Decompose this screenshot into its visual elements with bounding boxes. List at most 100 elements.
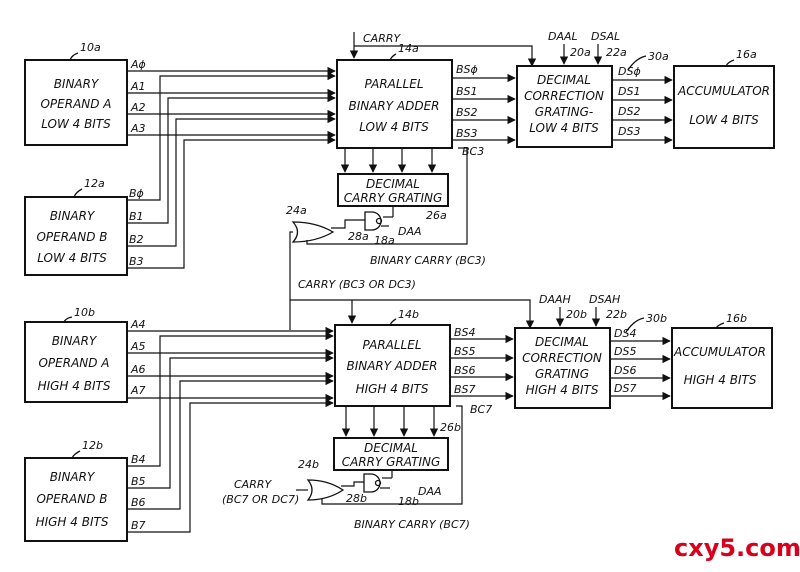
operand-a-low-ref: 10a (80, 41, 101, 54)
operand-b-low-out-1: B1 (129, 210, 144, 223)
operand-a-low-out-1: A1 (130, 80, 146, 93)
decimal-high-out-3: DS7 (614, 382, 636, 395)
decimal-low-ref-30: 30a (648, 50, 669, 63)
operand-a-low-line-3: LOW 4 BITS (41, 117, 111, 131)
wires-a-high (127, 326, 334, 403)
decimal-high-line-4: HIGH 4 BITS (526, 383, 599, 397)
carry-grating-high-line-2: CARRY GRATING (342, 455, 441, 469)
gates-high-carry-in-2: (BC7 OR DC7) (222, 493, 299, 506)
wires-bs-low (452, 73, 516, 145)
operand-a-high-block: BINARY OPERAND A HIGH 4 BITS 10b A4 A5 A… (24, 306, 146, 403)
operand-a-high-line-3: HIGH 4 BITS (38, 379, 111, 393)
or-gate-high-shape (306, 479, 345, 501)
operand-b-low-out-0: Bϕ (129, 187, 144, 200)
accumulator-low-ref: 16a (736, 48, 757, 61)
adder-low-line-1: PARALLEL (364, 77, 423, 91)
operand-a-low-out-2: A2 (130, 101, 146, 114)
adder-high-block: PARALLEL BINARY ADDER HIGH 4 BITS 14b BS… (334, 308, 492, 416)
operand-a-high-line-2: OPERAND A (38, 356, 109, 370)
operand-b-low-line-3: LOW 4 BITS (37, 251, 107, 265)
decimal-low-out-2: DS2 (618, 105, 640, 118)
operand-a-high-out-0: A4 (130, 318, 146, 331)
operand-b-high-block: BINARY OPERAND B HIGH 4 BITS 12b B4 B5 B… (24, 439, 146, 542)
adder-high-out-0: BS4 (454, 326, 476, 339)
adder-low-out-0: BSϕ (456, 63, 478, 76)
adder-low-out-3: BS3 (456, 127, 478, 140)
carry-grating-high-line-1: DECIMAL (364, 441, 418, 455)
carry-in-low: CARRY (349, 32, 537, 67)
inverter-low-ref: 18a (374, 234, 395, 247)
decimal-low-out-1: DS1 (618, 85, 640, 98)
carry-grating-low-line-2: CARRY GRATING (344, 191, 443, 205)
decimal-high-dsah: DSAH (589, 293, 620, 306)
adder-high-ref: 14b (398, 308, 419, 321)
decimal-low-out-0: DSϕ (618, 65, 641, 78)
decimal-high-out-0: DS4 (614, 327, 636, 340)
operand-b-high-line-1: BINARY (50, 470, 96, 484)
adder-high-carry-out: BC7 (470, 403, 492, 416)
decimal-low-ref-20: 20a (570, 46, 591, 59)
adder-low-ref: 14a (398, 42, 419, 55)
accumulator-high-ref: 16b (726, 312, 747, 325)
operand-a-low-line-2: OPERAND A (40, 97, 111, 111)
accumulator-high-line-2: HIGH 4 BITS (684, 373, 757, 387)
wires-b-high (127, 331, 334, 533)
carry-grating-low-block: DECIMAL CARRY GRATING 26a (337, 147, 468, 245)
operand-b-low-block: BINARY OPERAND B LOW 4 BITS 12a Bϕ B1 B2… (24, 177, 144, 276)
operand-b-low-line-1: BINARY (50, 209, 96, 223)
adder-low-line-2: BINARY ADDER (348, 99, 439, 113)
operand-b-low-line-2: OPERAND B (36, 230, 107, 244)
wires-a-low (127, 66, 336, 140)
decimal-low-line-1: DECIMAL (537, 73, 591, 87)
adder-low-carry-out: BC3 (462, 145, 484, 158)
operand-a-high-ref: 10b (74, 306, 95, 319)
operand-a-low-block: BINARY OPERAND A LOW 4 BITS 10a Aϕ A1 A2… (24, 41, 146, 146)
and-gate-low-ref: 28a (348, 230, 369, 243)
accumulator-low-line-2: LOW 4 BITS (689, 113, 759, 127)
wires-bs-high (450, 334, 514, 401)
operand-b-low-out-2: B2 (129, 233, 144, 246)
carry-between-label: CARRY (BC3 OR DC3) (298, 278, 416, 291)
decimal-low-out-3: DS3 (618, 125, 640, 138)
gates-low: 24a 28a 18a DAA BINARY CARRY (BC3) (286, 204, 486, 330)
gates-high-carry-in-1: CARRY (234, 478, 272, 491)
gates-high-binary-carry: BINARY CARRY (BC7) (354, 518, 470, 531)
operand-a-low-out-0: Aϕ (130, 58, 146, 71)
decimal-correction-low-block: DECIMAL CORRECTION GRATING- LOW 4 BITS D… (516, 30, 673, 148)
adder-low-out-1: BS1 (456, 85, 478, 98)
operand-b-high-out-3: B7 (131, 519, 146, 532)
decimal-low-line-3: GRATING- (535, 105, 593, 119)
adder-high-out-3: BS7 (454, 383, 476, 396)
operand-a-high-out-3: A7 (130, 384, 146, 397)
or-gate-low-shape (291, 221, 335, 243)
watermark-text: cxy5.com (674, 534, 800, 562)
carry-in-low-label: CARRY (363, 32, 401, 45)
decimal-low-line-2: CORRECTION (524, 89, 604, 103)
adder-high-line-2: BINARY ADDER (346, 359, 437, 373)
operand-b-high-out-1: B5 (131, 475, 146, 488)
carry-grating-low-ref: 26a (426, 209, 447, 222)
operand-a-low-out-3: A3 (130, 122, 146, 135)
operand-b-high-ref: 12b (82, 439, 103, 452)
decimal-high-ref-20: 20b (566, 308, 587, 321)
accumulator-low-line-1: ACCUMULATOR (677, 84, 770, 98)
and-gate-low-shape (364, 211, 382, 231)
adder-low-out-2: BS2 (456, 106, 478, 119)
operand-a-high-line-1: BINARY (52, 334, 98, 348)
gates-low-binary-carry: BINARY CARRY (BC3) (370, 254, 486, 267)
decimal-low-daal: DAAL (548, 30, 578, 43)
operand-a-high-out-1: A5 (130, 340, 146, 353)
adder-high-out-1: BS5 (454, 345, 476, 358)
operand-b-low-ref: 12a (84, 177, 105, 190)
decimal-high-line-1: DECIMAL (535, 335, 589, 349)
or-gate-high-ref: 24b (298, 458, 319, 471)
gates-low-daa: DAA (398, 225, 422, 238)
operand-a-low-line-1: BINARY (54, 77, 100, 91)
gates-high-daa: DAA (418, 485, 442, 498)
carry-between-halves: CARRY (BC3 OR DC3) (290, 278, 535, 329)
decimal-low-dsal: DSAL (591, 30, 620, 43)
carry-grating-high-ref: 26b (440, 421, 461, 434)
decimal-correction-high-block: DECIMAL CORRECTION GRATING HIGH 4 BITS D… (514, 293, 671, 409)
decimal-high-line-2: CORRECTION (522, 351, 602, 365)
